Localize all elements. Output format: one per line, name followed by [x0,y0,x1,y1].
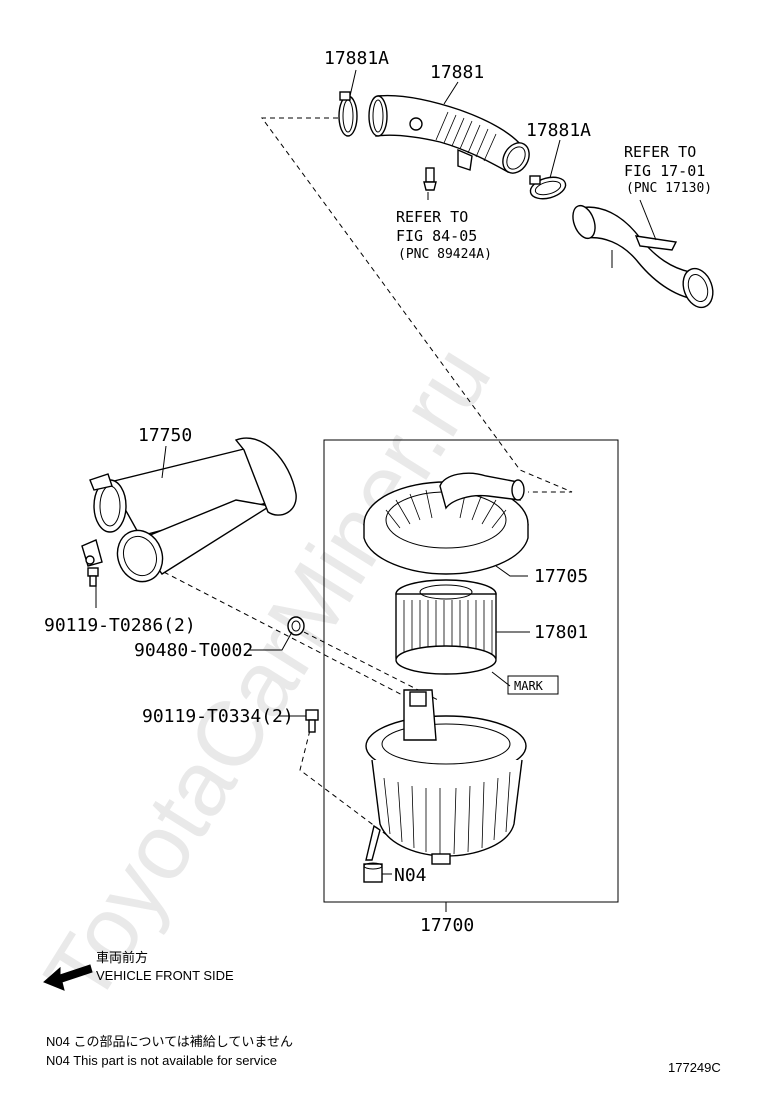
label-17700[interactable]: 17700 [420,915,474,936]
label-17705[interactable]: 17705 [534,566,588,587]
filter-element-17801[interactable] [395,579,497,675]
note-en: N04 This part is not available for servi… [46,1053,277,1068]
bolt-90119-t0334[interactable] [305,709,319,733]
ref-fig8405-line2[interactable]: FIG 84-05 [396,227,477,245]
label-90480-t0002[interactable]: 90480-T0002 [134,640,253,661]
clamp-17881a-top[interactable] [338,91,358,137]
label-17801[interactable]: 17801 [534,622,588,643]
hose-17130[interactable] [569,203,718,312]
label-90119-t0334[interactable]: 90119-T0334(2) [142,706,294,727]
label-90119-t0286[interactable]: 90119-T0286(2) [44,615,196,636]
front-arrow-icon [43,964,93,991]
plug-n04[interactable] [363,862,383,883]
mark-box [507,675,559,695]
ref-fig8405-line3[interactable]: (PNC 89424A) [398,247,492,262]
label-17881[interactable]: 17881 [430,62,484,83]
direction-label-jp: 車両前方 [96,950,148,965]
bolt-90119-t0286[interactable] [87,567,99,587]
leader-lines [95,69,657,912]
dashed-guide-lines [155,117,573,837]
air-cleaner-assembly-frame [323,439,619,903]
cap-17705[interactable] [363,472,529,575]
ref-fig1701-line2[interactable]: FIG 17-01 [624,162,705,180]
grommet-90480-t0002[interactable] [287,616,305,636]
note-jp: N04 この部品については補給していません [46,1034,293,1049]
ref-fig1701-line1[interactable]: REFER TO [624,143,696,161]
ref-fig8405-line1[interactable]: REFER TO [396,208,468,226]
label-17881a-top[interactable]: 17881A [324,48,389,69]
case-17700[interactable] [365,689,527,865]
label-17750[interactable]: 17750 [138,425,192,446]
clip-small[interactable] [423,167,437,191]
ref-fig1701-line3[interactable]: (PNC 17130) [626,181,712,196]
intake-duct-17750[interactable] [81,437,297,588]
diagram-id: 177249C [668,1060,721,1075]
label-mark: MARK [514,679,544,693]
label-n04[interactable]: N04 [394,865,427,886]
label-17881a-right[interactable]: 17881A [526,120,591,141]
direction-label-en: VEHICLE FRONT SIDE [96,968,234,983]
clamp-17881a-right[interactable] [528,174,568,203]
hose-17881[interactable] [368,94,534,178]
